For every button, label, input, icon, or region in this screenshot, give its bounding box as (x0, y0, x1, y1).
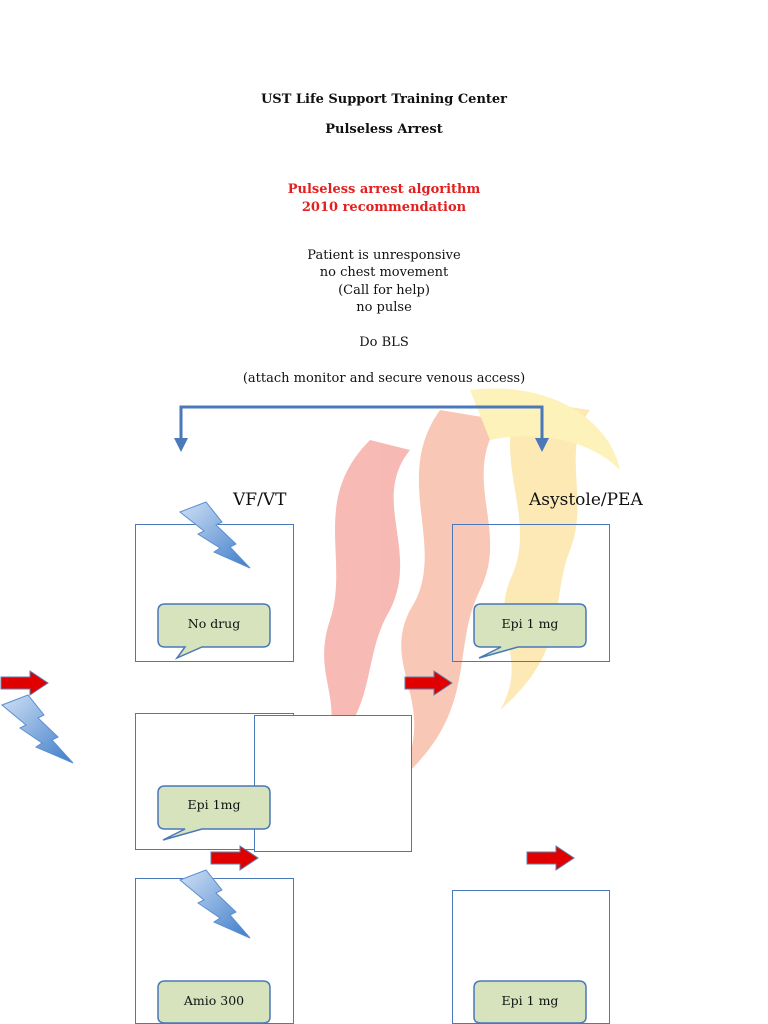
red-arrow-right-icon (0, 670, 49, 696)
lightning-bolt-icon (1, 694, 74, 764)
bls-instruction: Do BLS (359, 335, 409, 350)
drug-label: No drug (187, 616, 241, 631)
org-title: UST Life Support Training Center (260, 92, 508, 107)
drug-label: Amio 300 (183, 993, 245, 1008)
recommendation-year: 2010 recommendation (301, 200, 467, 215)
drug-label: Epi 1 mg (501, 993, 559, 1008)
red-arrow-right-icon (526, 845, 575, 871)
red-arrow-right-icon (210, 845, 259, 871)
lightning-bolt-icon (179, 869, 251, 939)
assessment-line: no pulse (356, 300, 412, 315)
branch-label-vfvt: VF/VT (233, 490, 287, 510)
assessment-line: (Call for help) (338, 283, 430, 298)
branch-connector (174, 405, 549, 452)
drug-label: Epi 1 mg (501, 616, 559, 631)
lightning-bolt-icon (179, 501, 251, 569)
red-arrow-right-icon (404, 670, 453, 696)
algorithm-title: Pulseless arrest algorithm (287, 182, 481, 197)
asys-cycle-box-overlap (254, 715, 412, 852)
assessment-line: no chest movement (319, 265, 449, 280)
asys-cycle-box-1 (452, 524, 610, 662)
assessment-line: Patient is unresponsive (307, 248, 461, 263)
branch-label-asystole: Asystole/PEA (529, 490, 643, 510)
monitor-instruction: (attach monitor and secure venous access… (242, 371, 526, 386)
drug-label: Epi 1mg (187, 797, 241, 812)
page-title: Pulseless Arrest (325, 122, 443, 137)
